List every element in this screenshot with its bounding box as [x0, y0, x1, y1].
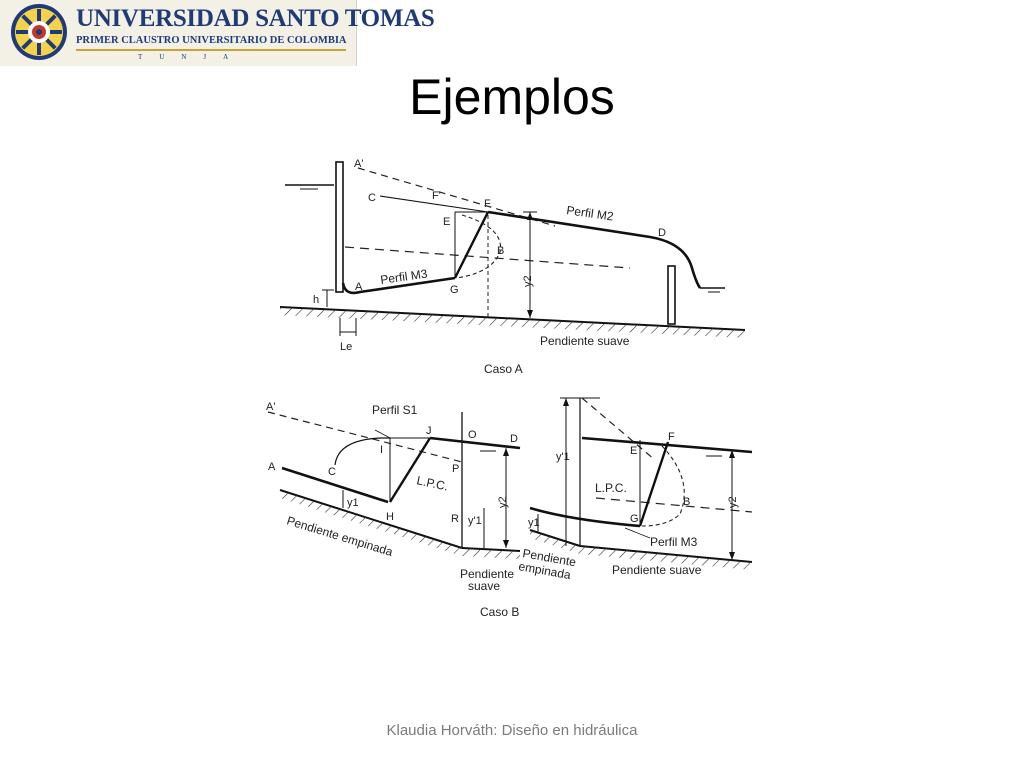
- caso-a-perfil-m3: [341, 276, 456, 295]
- label-y2: y2: [522, 275, 534, 287]
- caso-b-left-hydraulic-jump: [388, 437, 432, 503]
- label-b-left-lpc: L.P.C.: [415, 473, 449, 493]
- caso-a-sluice-gate: [335, 161, 344, 293]
- label-b-left-r: R: [451, 513, 459, 525]
- label-a: A: [355, 281, 363, 293]
- label-h: h: [313, 294, 319, 306]
- label-b-right-b: B: [683, 496, 690, 508]
- label-b-right-f: F: [668, 431, 675, 443]
- caso-b-left-mild-profile: [429, 436, 521, 450]
- caso-a-weir: [667, 265, 676, 325]
- caso-b-right-diagram: y'1 F E y2 L.P.C. B y1 G Perfil M3 Pendi…: [517, 397, 753, 582]
- label-c: C: [368, 192, 376, 204]
- label-b-left-a: A: [268, 461, 276, 473]
- label-b-left-y1-prime: y'1: [468, 515, 482, 527]
- caso-a-diagram: A' C F' F E B D A G h Le y2 Perfil M2 Pe…: [279, 158, 746, 376]
- flow-profiles-diagram: A' C F' F E B D A G h Le y2 Perfil M2 Pe…: [266, 158, 753, 619]
- label-b-right-pendiente-suave: Pendiente suave: [612, 563, 702, 577]
- label-b-right-y1-prime: y'1: [556, 451, 570, 463]
- label-b-right-y1: y1: [528, 517, 540, 529]
- label-g: G: [450, 284, 459, 296]
- label-b-left-h: H: [386, 511, 394, 523]
- university-logo: UNIVERSIDAD SANTO TOMAS PRIMER CLAUSTRO …: [0, 0, 435, 66]
- caso-b-right-perfil-m3: [529, 506, 641, 528]
- university-city: TUNJA: [138, 53, 246, 61]
- label-b-left-pendiente: Pendiente: [460, 567, 514, 581]
- label-pendiente-suave: Pendiente suave: [540, 334, 630, 348]
- label-a-prime: A': [354, 158, 363, 170]
- caso-b-caption: Caso B: [480, 605, 519, 619]
- caso-a-bed-hatch: [280, 307, 745, 338]
- label-b-left-a-prime: A': [266, 401, 275, 413]
- caso-b-left-normal-line: [267, 411, 463, 463]
- label-b-left-c: C: [328, 466, 336, 478]
- label-le: Le: [340, 341, 352, 353]
- university-wordmark: UNIVERSIDAD SANTO TOMAS PRIMER CLAUSTRO …: [76, 5, 435, 62]
- caso-a-hydraulic-jump: [453, 211, 490, 279]
- label-perfil-m3: Perfil M3: [379, 266, 428, 286]
- label-b-left-y2: y2: [497, 496, 509, 508]
- label-f-prime: F': [432, 190, 441, 202]
- caso-b-left-profile-a: [281, 466, 389, 504]
- label-b-left-perfil-s1: Perfil S1: [372, 403, 418, 417]
- label-b-right-lpc: L.P.C.: [595, 481, 627, 495]
- label-b-left-i: I: [380, 444, 383, 456]
- label-b-right-y2: y2: [727, 496, 739, 508]
- caso-a-caption: Caso A: [484, 362, 523, 376]
- university-subtitle: PRIMER CLAUSTRO UNIVERSITARIO DE COLOMBI…: [76, 35, 347, 46]
- label-b-left-j: J: [426, 425, 432, 437]
- label-perfil-m2: Perfil M2: [566, 203, 615, 223]
- caso-b-right-hydraulic-jump: [638, 441, 670, 527]
- label-b-left-o: O: [468, 429, 477, 441]
- label-b-right-g: G: [630, 513, 639, 525]
- label-b-left-y1: y1: [347, 497, 359, 509]
- wordmark-rule: [76, 49, 346, 51]
- university-seal-icon: [11, 4, 67, 60]
- caso-b-left-perfil-s1: [334, 437, 390, 466]
- caso-a-perfil-m2: [487, 210, 702, 289]
- label-b: B: [497, 245, 504, 257]
- slide-footer: Klaudia Horváth: Diseño en hidráulica: [386, 722, 638, 739]
- label-f: F: [484, 198, 491, 210]
- label-b-right-e: E: [630, 445, 637, 457]
- label-d: D: [658, 227, 666, 239]
- label-b-left-p: P: [452, 463, 459, 475]
- university-name: UNIVERSIDAD SANTO TOMAS: [76, 5, 435, 32]
- label-b-right-perfil-m3: Perfil M3: [650, 535, 698, 549]
- label-b-left-d: D: [510, 433, 518, 445]
- caso-b-left-diagram: A' A C Perfil S1 I J O D P L.P.C. y1 H y…: [266, 401, 521, 593]
- caso-b-right-normal-line: [595, 497, 753, 513]
- label-b-left-suave: suave: [468, 579, 500, 593]
- slide-title: Ejemplos: [409, 69, 615, 125]
- label-e: E: [443, 216, 450, 228]
